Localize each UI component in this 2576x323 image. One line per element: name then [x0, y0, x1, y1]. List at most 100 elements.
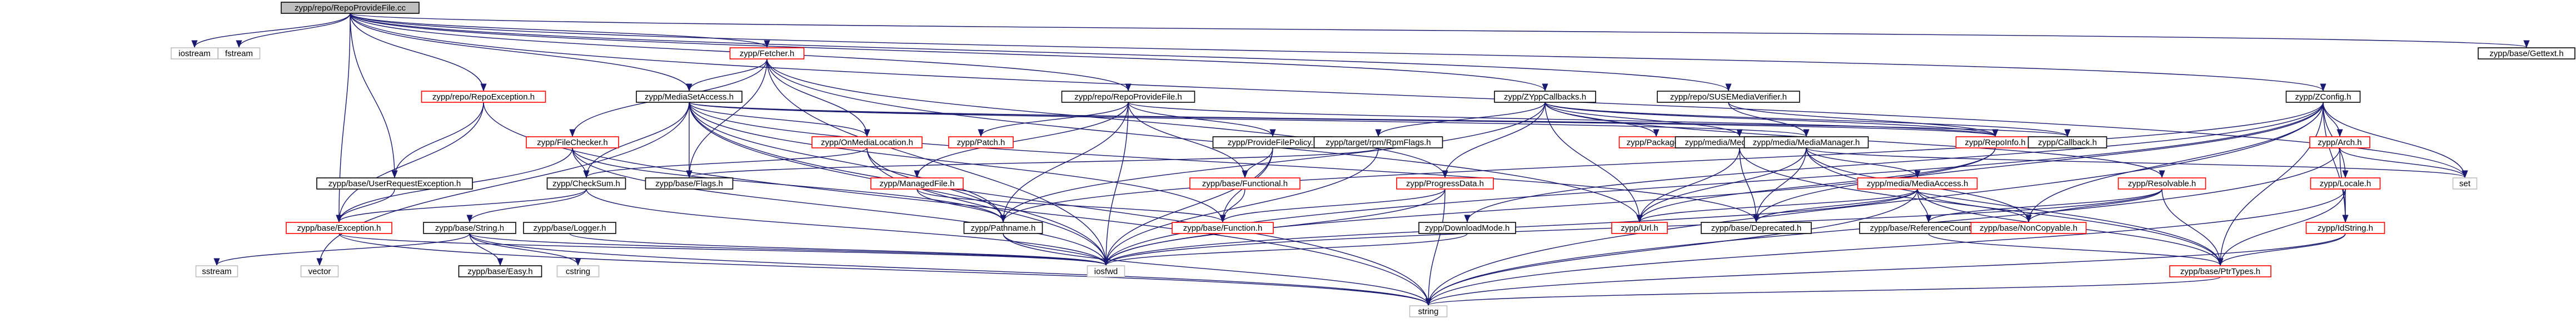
edge-providefilepolicy-to-iosfwd	[1103, 147, 1273, 266]
edge-zconfig-to-set	[2323, 102, 2468, 178]
node-fetcher[interactable]: zypp/Fetcher.h	[729, 47, 805, 59]
node-locale[interactable]: zypp/Locale.h	[2310, 177, 2381, 190]
node-repoinfo[interactable]: zypp/RepoInfo.h	[1955, 136, 2035, 148]
edge-root-to-exception	[336, 13, 351, 223]
node-resolvable[interactable]: zypp/Resolvable.h	[2117, 177, 2206, 190]
node-mediamanager[interactable]: zypp/media/MediaManager.h	[1743, 136, 1869, 148]
node-label: zypp/base/Flags.h	[655, 179, 723, 188]
node-filechecker[interactable]: zypp/FileChecker.h	[526, 136, 619, 148]
node-label: zypp/base/Easy.h	[467, 267, 532, 276]
node-easy[interactable]: zypp/base/Easy.h	[458, 265, 542, 277]
edge-onmedialocation-to-checksum	[583, 147, 868, 178]
node-userrequestexception[interactable]: zypp/base/UserRequestException.h	[316, 177, 473, 190]
edge-mediasetaccess-to-function	[689, 102, 1226, 223]
node-providefilepolicy[interactable]: zypp/ProvideFilePolicy.h	[1212, 136, 1333, 148]
node-box	[729, 47, 805, 59]
edge-providefilepolicy-to-functional	[1242, 147, 1273, 178]
node-label: zypp/repo/RepoException.h	[432, 92, 535, 102]
node-zyppcallbacks[interactable]: zypp/ZYppCallbacks.h	[1494, 91, 1596, 103]
node-box	[195, 265, 238, 277]
node-box	[458, 265, 542, 277]
node-mediaaccess[interactable]: zypp/media/MediaAccess.h	[1857, 177, 1978, 190]
edge-exception-to-string	[338, 233, 1432, 306]
edge-root-to-susemediaverifier	[350, 13, 1732, 92]
node-box	[1701, 222, 1812, 234]
node-refcounted[interactable]: zypp/base/ReferenceCounted.h	[1859, 222, 1998, 234]
node-box	[286, 222, 392, 234]
node-label: zypp/base/Function.h	[1183, 223, 1263, 233]
edge-basestring-to-cstring	[469, 233, 581, 266]
node-deprecated[interactable]: zypp/base/Deprecated.h	[1701, 222, 1812, 234]
node-url[interactable]: zypp/Url.h	[1611, 222, 1668, 234]
edge-zconfig-to-downloadmode	[1464, 102, 2324, 223]
node-rpmflags[interactable]: zypp/target/rpm/RpmFlags.h	[1313, 136, 1443, 148]
edge-mediamanager-to-url	[1636, 147, 1807, 223]
node-box	[811, 136, 923, 148]
node-arch[interactable]: zypp/Arch.h	[2309, 136, 2370, 148]
node-exception[interactable]: zypp/base/Exception.h	[286, 222, 392, 234]
node-downloadmode[interactable]: zypp/DownloadMode.h	[1418, 222, 1516, 234]
node-repoprovidefile-h[interactable]: zypp/repo/RepoProvideFile.h	[1061, 91, 1195, 103]
node-sstream: sstream	[195, 265, 238, 277]
node-functional[interactable]: zypp/base/Functional.h	[1189, 177, 1301, 190]
node-getset[interactable]: zypp/base/Gettext.h	[2478, 47, 2575, 59]
edge-progressdata-to-function	[1219, 188, 1446, 223]
edge-zyppcallbacks-to-mediauserauth	[1544, 102, 1743, 137]
edge-mediasetaccess-to-vector	[316, 102, 690, 266]
node-root[interactable]: zypp/repo/RepoProvideFile.cc	[281, 2, 420, 14]
edge-resolvable-to-refcounted	[1925, 188, 2163, 223]
edge-zconfig-to-idstring	[2323, 102, 2349, 223]
node-label: zypp/base/NonCopyable.h	[1980, 223, 2077, 233]
node-label: zypp/Fetcher.h	[740, 49, 794, 58]
node-managedfile[interactable]: zypp/ManagedFile.h	[870, 177, 964, 190]
edge-root-to-fetcher	[350, 13, 770, 48]
node-label: zypp/Resolvable.h	[2128, 179, 2196, 188]
edge-mediauserauth-to-url	[1636, 147, 1740, 223]
edge-repoinfo-to-iosfwd	[1103, 147, 1996, 266]
node-progressdata[interactable]: zypp/ProgressData.h	[1396, 177, 1494, 190]
node-mediasetaccess[interactable]: zypp/MediaSetAccess.h	[636, 91, 743, 103]
edge-mediasetaccess-to-checksum	[583, 102, 690, 178]
node-logger[interactable]: zypp/base/Logger.h	[523, 222, 616, 234]
node-label: zypp/FileChecker.h	[537, 138, 608, 147]
edge-zconfig-to-deprecated	[1753, 102, 2324, 223]
edge-checksum-to-iosfwd	[586, 188, 1109, 266]
node-layer: zypp/repo/RepoProvideFile.cc iostream fstr…	[171, 2, 2575, 317]
node-pathname[interactable]: zypp/Pathname.h	[963, 222, 1043, 234]
node-label: zypp/base/Functional.h	[1202, 179, 1288, 188]
node-susemediaverifier[interactable]: zypp/repo/SUSEMediaVerifier.h	[1657, 91, 1800, 103]
node-flags[interactable]: zypp/base/Flags.h	[645, 177, 734, 190]
node-ptrtypes[interactable]: zypp/base/PtrTypes.h	[2169, 265, 2271, 277]
edge-fetcher-to-onmedialocation	[766, 58, 870, 137]
node-function[interactable]: zypp/base/Function.h	[1172, 222, 1274, 234]
node-box	[2452, 177, 2478, 190]
node-iostream: iostream	[171, 47, 218, 59]
node-repoexception[interactable]: zypp/repo/RepoException.h	[421, 91, 546, 103]
edge-resolvable-to-ptrtypes	[2161, 188, 2224, 266]
node-box	[1657, 91, 1800, 103]
node-label: string	[1418, 307, 1439, 316]
node-basestring[interactable]: zypp/base/String.h	[423, 222, 516, 234]
edge-rpmflags-to-flags	[686, 147, 1379, 178]
node-label: zypp/repo/RepoProvideFile.cc	[295, 3, 406, 13]
edge-mediamanager-to-deprecated	[1753, 147, 1807, 223]
edge-repoprovidefile_h-to-managedfile	[914, 102, 1129, 178]
node-onmedialocation[interactable]: zypp/OnMediaLocation.h	[811, 136, 923, 148]
node-callback[interactable]: zypp/Callback.h	[2027, 136, 2107, 148]
node-label: zypp/MediaSetAccess.h	[645, 92, 734, 102]
node-label: zypp/base/ReferenceCounted.h	[1870, 223, 1987, 233]
node-box	[645, 177, 734, 190]
edge-fetcher-to-flags	[686, 58, 768, 178]
node-box	[1087, 265, 1125, 277]
edge-downloadmode-to-iosfwd	[1103, 233, 1468, 266]
edge-repoprovidefile_h-to-repoinfo	[1128, 102, 1998, 137]
edge-repoprovidefile_h-to-providefilepolicy	[1128, 102, 1276, 137]
node-zconfig[interactable]: zypp/ZConfig.h	[2285, 91, 2361, 103]
node-label: fstream	[225, 49, 253, 58]
node-idstring[interactable]: zypp/IdString.h	[2305, 222, 2385, 234]
edge-checksum-to-basestring	[466, 188, 587, 223]
node-patch[interactable]: zypp/Patch.h	[948, 136, 1014, 148]
node-noncopyable[interactable]: zypp/base/NonCopyable.h	[1970, 222, 2087, 234]
edge-susemediaverifier-to-mediamanager	[1728, 102, 1810, 137]
node-checksum[interactable]: zypp/CheckSum.h	[546, 177, 626, 190]
